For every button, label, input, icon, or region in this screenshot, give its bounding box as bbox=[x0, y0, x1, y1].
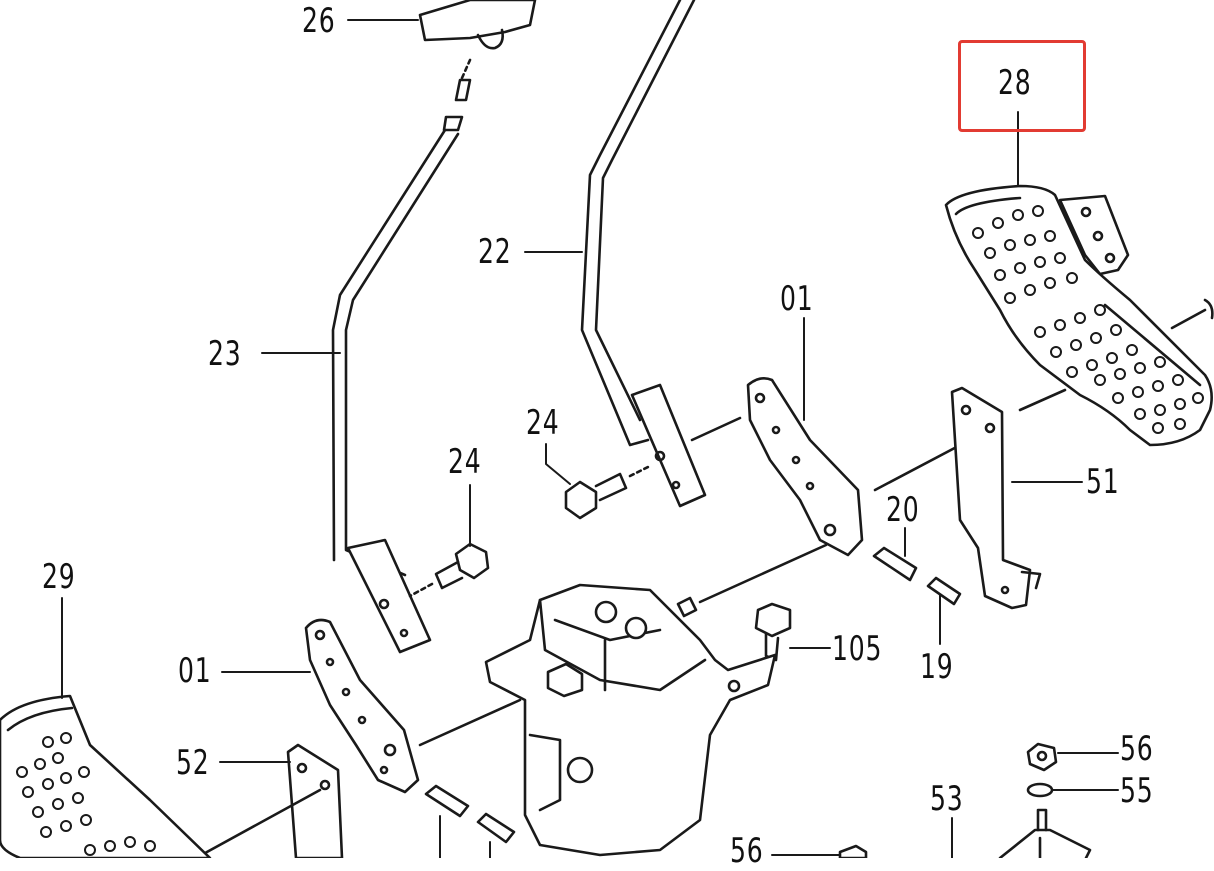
lever-rod-23 bbox=[331, 78, 472, 654]
bracket-01-lower bbox=[304, 618, 522, 794]
pedal-28 bbox=[944, 184, 1214, 447]
label-24-upper[interactable]: 24 bbox=[526, 403, 560, 443]
label-56-bottom[interactable]: 56 bbox=[730, 831, 764, 871]
valve-body bbox=[484, 583, 777, 857]
highlight-box-28 bbox=[958, 40, 1086, 132]
leader-lines bbox=[61, 19, 1119, 858]
bolt-24-lower bbox=[408, 542, 490, 598]
label-51[interactable]: 51 bbox=[1086, 462, 1120, 502]
label-26[interactable]: 26 bbox=[302, 1, 336, 41]
label-105[interactable]: 105 bbox=[832, 629, 883, 669]
pin-20 bbox=[872, 546, 918, 582]
part-53 bbox=[998, 808, 1092, 858]
bracket-51 bbox=[950, 386, 1067, 610]
pin-lower-b bbox=[476, 812, 516, 844]
pedal-29 bbox=[0, 694, 212, 858]
label-28[interactable]: 28 bbox=[998, 63, 1032, 103]
label-24-lower[interactable]: 24 bbox=[448, 442, 482, 482]
label-23[interactable]: 23 bbox=[208, 334, 242, 374]
lever-rod-22 bbox=[580, 0, 742, 508]
pin-19 bbox=[926, 576, 962, 606]
bracket-01-upper bbox=[698, 377, 987, 604]
knob-26 bbox=[418, 0, 537, 80]
pin-lower-a bbox=[424, 784, 470, 818]
bolt-24-upper bbox=[564, 464, 652, 520]
bracket-52 bbox=[194, 743, 344, 858]
label-29[interactable]: 29 bbox=[42, 557, 76, 597]
label-01-upper[interactable]: 01 bbox=[780, 279, 814, 319]
label-20[interactable]: 20 bbox=[886, 490, 920, 530]
label-56-right[interactable]: 56 bbox=[1120, 729, 1154, 769]
bolt-105 bbox=[754, 602, 792, 662]
label-19[interactable]: 19 bbox=[920, 647, 954, 687]
washer-55 bbox=[1026, 782, 1054, 798]
label-52[interactable]: 52 bbox=[176, 743, 210, 783]
nut-56 bbox=[1026, 742, 1058, 772]
label-55[interactable]: 55 bbox=[1120, 771, 1154, 811]
bolt-56-lower bbox=[838, 844, 868, 858]
label-22[interactable]: 22 bbox=[478, 232, 512, 272]
label-01-lower[interactable]: 01 bbox=[178, 651, 212, 691]
label-53[interactable]: 53 bbox=[930, 779, 964, 819]
